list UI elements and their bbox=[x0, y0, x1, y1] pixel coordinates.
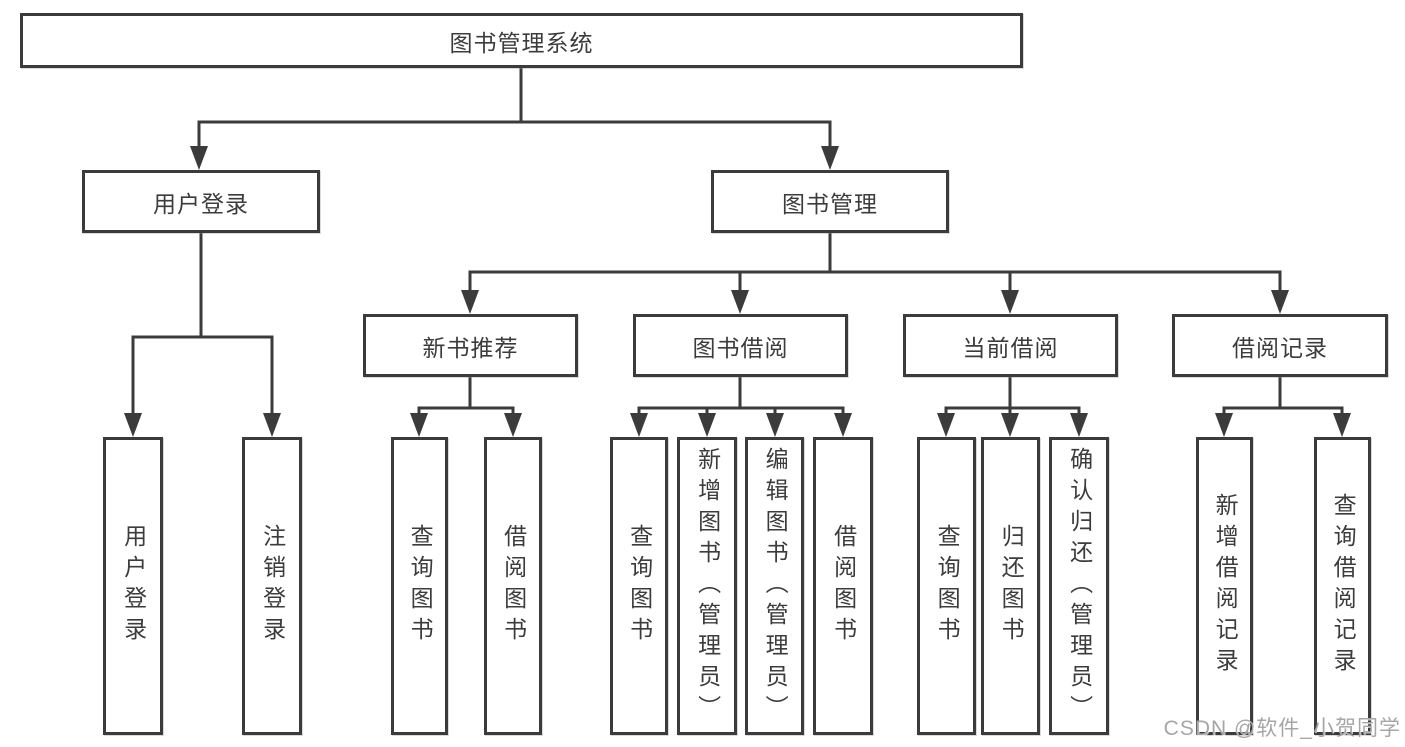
leaf-logout: 注销登录 bbox=[242, 437, 302, 735]
node-borrow-records: 借阅记录 bbox=[1172, 314, 1388, 377]
node-label: 借阅图书 bbox=[830, 524, 857, 648]
leaf-confirm-return-admin: 确认归还（管理员） bbox=[1049, 437, 1109, 735]
node-label: 确认归还（管理员） bbox=[1066, 446, 1093, 726]
connector-book-borrow bbox=[637, 375, 845, 418]
node-label: 编辑图书（管理员） bbox=[762, 446, 789, 726]
connector-borrow-records bbox=[1222, 375, 1344, 418]
node-label: 查询图书 bbox=[934, 524, 961, 648]
node-book-borrow: 图书借阅 bbox=[633, 314, 848, 377]
node-label: 用户登录 bbox=[120, 524, 147, 648]
node-label: 用户登录 bbox=[153, 190, 249, 217]
node-label: 借阅图书 bbox=[500, 524, 527, 648]
leaf-add-book-admin: 新增图书（管理员） bbox=[677, 437, 737, 735]
leaf-query-borrow-record: 查询借阅记录 bbox=[1314, 437, 1371, 735]
connector-user-login bbox=[131, 231, 274, 418]
node-label: 借阅记录 bbox=[1232, 334, 1328, 361]
connector-book-management bbox=[468, 231, 1282, 295]
node-library-management-system: 图书管理系统 bbox=[20, 13, 1023, 68]
leaf-recommend-query-book: 查询图书 bbox=[391, 437, 448, 735]
leaf-current-query-book: 查询图书 bbox=[917, 437, 976, 735]
connector-new-book-recommend bbox=[417, 375, 515, 418]
leaf-edit-book-admin: 编辑图书（管理员） bbox=[745, 437, 804, 735]
leaf-return-book: 归还图书 bbox=[981, 437, 1040, 735]
leaf-borrow-book: 借阅图书 bbox=[813, 437, 873, 735]
leaf-user-login: 用户登录 bbox=[103, 437, 163, 735]
node-current-borrow: 当前借阅 bbox=[903, 314, 1118, 377]
node-label: 当前借阅 bbox=[962, 334, 1059, 361]
node-label: 归还图书 bbox=[998, 524, 1025, 648]
node-user-login: 用户登录 bbox=[82, 170, 320, 233]
leaf-borrow-query-book: 查询图书 bbox=[610, 437, 668, 735]
node-label: 查询借阅记录 bbox=[1330, 493, 1357, 679]
node-label: 新增图书（管理员） bbox=[694, 446, 721, 726]
node-new-book-recommend: 新书推荐 bbox=[363, 314, 578, 377]
connector-current-borrow bbox=[944, 375, 1081, 418]
csdn-watermark: CSDN @软件_小贺同学 bbox=[1163, 717, 1401, 740]
leaf-recommend-borrow-book: 借阅图书 bbox=[484, 437, 542, 735]
node-label: 查询图书 bbox=[626, 524, 653, 648]
arrowheads bbox=[124, 146, 1351, 437]
node-label: 图书管理系统 bbox=[449, 29, 594, 56]
connector-root bbox=[197, 66, 832, 151]
leaf-add-borrow-record: 新增借阅记录 bbox=[1196, 437, 1253, 735]
node-label: 图书管理 bbox=[782, 190, 878, 217]
node-label: 新增借阅记录 bbox=[1212, 493, 1239, 679]
node-label: 查询图书 bbox=[407, 524, 434, 648]
node-label: 新书推荐 bbox=[422, 334, 519, 361]
node-book-management: 图书管理 bbox=[711, 170, 949, 233]
node-label: 注销登录 bbox=[259, 524, 286, 648]
node-label: 图书借阅 bbox=[692, 334, 789, 361]
